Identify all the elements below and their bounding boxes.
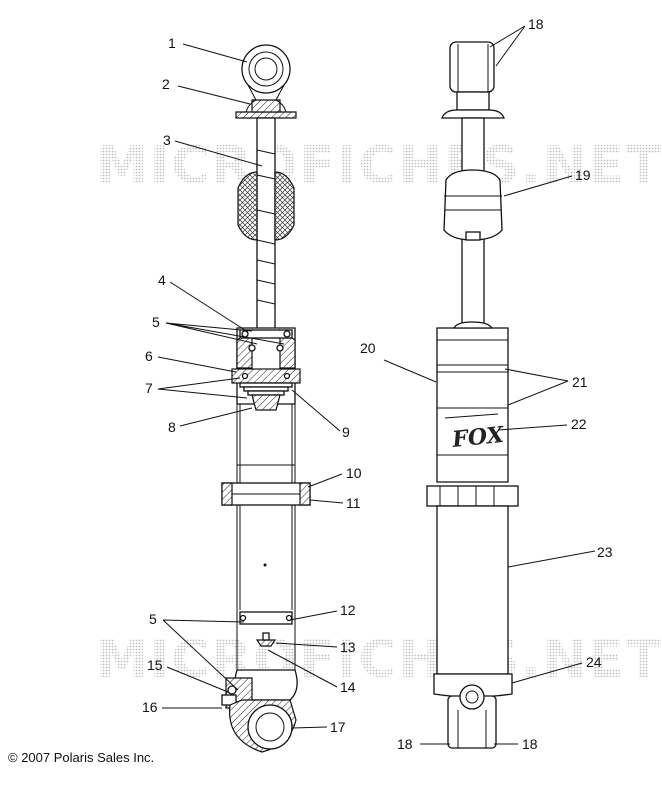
callout-10: 10 [346, 465, 362, 481]
callout-14: 14 [340, 679, 356, 695]
callout-8: 8 [168, 419, 176, 435]
callout-1: 1 [168, 35, 176, 51]
callout-5-bottom: 5 [149, 611, 157, 627]
callout-21: 21 [572, 374, 588, 390]
callout-24: 24 [586, 654, 602, 670]
shock-exterior-drawing: FOX [426, 41, 519, 749]
callout-labels: 1 2 3 4 5 6 7 8 9 10 11 12 13 14 5 15 16… [142, 16, 613, 752]
watermark-bottom: MICROFICHES.NET [96, 630, 662, 690]
exterior-body: FOX [436, 321, 509, 483]
callout-3: 3 [163, 132, 171, 148]
callout-18-top: 18 [528, 16, 544, 32]
shock-cutaway-drawing [221, 44, 311, 753]
top-bushing [441, 41, 505, 119]
exterior-bump-stop [443, 169, 503, 241]
fox-logo: FOX [450, 422, 506, 453]
leader-lines [157, 25, 596, 745]
callout-15: 15 [147, 657, 163, 673]
callout-11: 11 [346, 495, 361, 511]
shock-body [221, 327, 311, 753]
callout-16: 16 [142, 699, 158, 715]
callout-22: 22 [571, 416, 587, 432]
callout-18-bottom-left: 18 [397, 736, 413, 752]
watermark-top: MICROFICHES.NET [96, 136, 662, 196]
callout-13: 13 [340, 639, 356, 655]
callout-17: 17 [330, 719, 346, 735]
top-cap [235, 99, 297, 119]
callout-18-bottom-right: 18 [522, 736, 538, 752]
copyright-notice: © 2007 Polaris Sales Inc. [8, 750, 154, 765]
callout-4: 4 [158, 272, 166, 288]
top-eyelet [241, 44, 291, 101]
bottom-eyelet [447, 684, 497, 749]
bump-stop [237, 171, 295, 241]
callout-12: 12 [340, 602, 356, 618]
callout-20: 20 [360, 340, 376, 356]
callout-7: 7 [145, 380, 153, 396]
callout-5-top: 5 [152, 314, 160, 330]
callout-6: 6 [145, 348, 153, 364]
callout-2: 2 [162, 76, 170, 92]
callout-9: 9 [342, 424, 350, 440]
callout-19: 19 [575, 167, 591, 183]
callout-23: 23 [597, 544, 613, 560]
